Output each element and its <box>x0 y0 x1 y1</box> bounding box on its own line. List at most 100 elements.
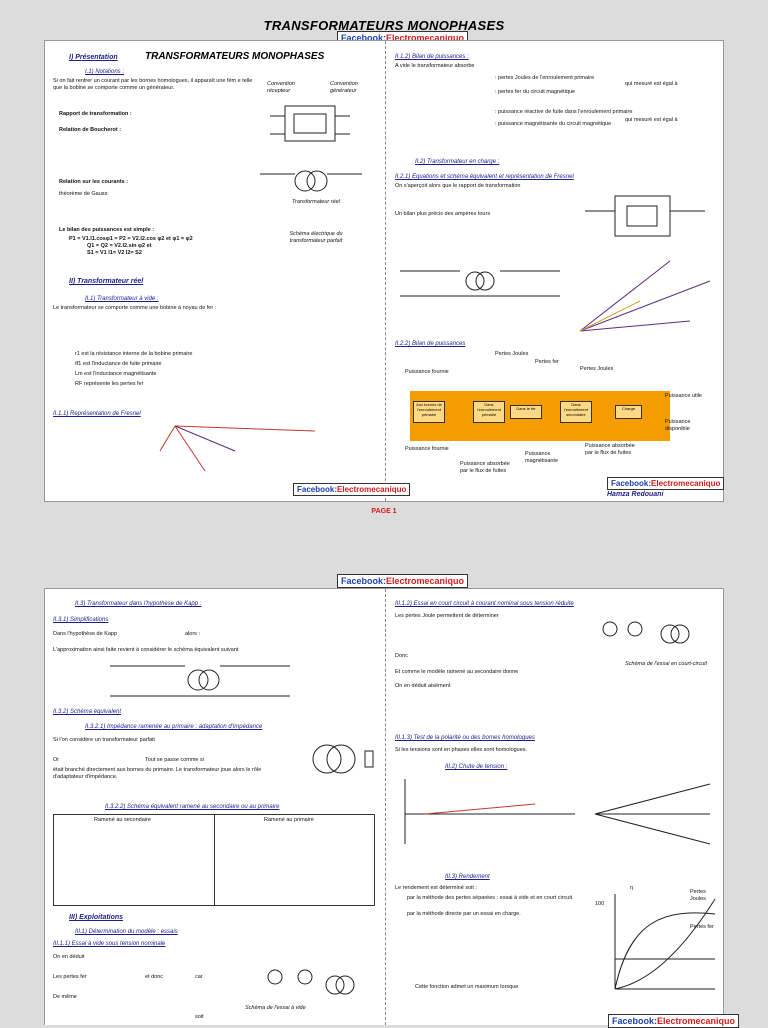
no-load-test-diagram <box>267 969 355 995</box>
perfect-transformer-text: Si l'on considère un transformateur parf… <box>53 737 155 743</box>
impedance-adapter-text: était branché directement aux bornes du … <box>53 767 262 780</box>
flow-bottom-supplied: Puissance fournie <box>405 446 449 452</box>
badge-facebook: Facebook: <box>612 1016 658 1026</box>
flow-top-iron: Pertes fer <box>535 359 559 365</box>
therefore-text: Donc <box>395 653 408 659</box>
fresnel-diagram <box>159 425 316 472</box>
badge-brand: Electromecaniquo <box>657 1016 736 1026</box>
no-load-text: Le transformateur se comporte comme une … <box>53 305 217 311</box>
badge-brand: Electromecaniquo <box>337 485 407 494</box>
section-equivalent-schema: II.3.2) Schéma équivalent <box>53 709 122 715</box>
section-voltage-drop: III.2) Chute de tension : <box>445 764 508 770</box>
equivalent-circuit <box>400 270 560 297</box>
page-2-right-column: III.1.2) Essai en court circuit à couran… <box>385 589 723 1025</box>
page-1-inner-title: TRANSFORMATEURS MONOPHASES <box>145 51 325 62</box>
section-simplifications: II.3.1) Simplifications <box>53 617 109 623</box>
ratio-label: Rapport de transformation : <box>59 111 132 117</box>
flow-bottom-leak2: Puissance absorbée par le flux de fuites <box>585 443 635 456</box>
caption-perfect: Schéma électrique du transformateur parf… <box>289 231 343 244</box>
section-efficiency: III.3) Rendement <box>445 874 490 880</box>
section-referred-schema: II.3.2.2) Schéma équivalent ramené au se… <box>105 804 280 810</box>
flow-top-supplied: Puissance fournie <box>405 369 449 375</box>
thus-text: soit <box>195 1014 204 1020</box>
flow-step-secondary-winding: Dans l'enroulement secondaire <box>560 401 592 423</box>
facebook-badge-page2-bottom: Facebook:Electromecaniquo <box>608 1014 740 1028</box>
table-header-primary: Ramené au primaire <box>264 817 314 823</box>
section-power-flow: II.2.2) Bilan de puissances <box>395 341 466 347</box>
power-balance-2: Q1 = Q2 = V2.I2.sin φ2 et <box>87 243 152 249</box>
section-notations: I.1) Notations : <box>85 69 125 75</box>
section-no-load-test: III.1.1) Essai à vide sous tension nomin… <box>53 941 166 947</box>
flow-step-iron: Dans le fer <box>510 405 542 419</box>
referred-table: Ramené au secondaire Ramené au primaire <box>53 814 375 906</box>
power-balance-3: S1 = V1 I1= V2 I2= S2 <box>87 250 142 256</box>
flow-bottom-leak1: Puissance absorbée par le flux de fuites <box>460 461 510 474</box>
fresnel-load-diagram <box>579 260 711 332</box>
flow-top-joule2: Pertes Joules <box>580 366 614 372</box>
boucherot-label: Relation de Boucherot : <box>59 127 122 133</box>
list-item-rf: RF représente les pertes fer <box>75 381 144 387</box>
flow-bottom-magnetizing: Puissance magnétisante <box>525 451 559 464</box>
badge-facebook: Facebook: <box>611 479 652 488</box>
badge-brand: Electromecaniquo <box>386 576 465 586</box>
badge-facebook: Facebook: <box>297 485 338 494</box>
easily-deduce-text: On en déduit aisément <box>395 683 451 689</box>
no-load-caption: Schéma de l'essai à vide <box>245 1005 306 1011</box>
section-impedance-primary: II.3.2.1) Impédance ramenée au primaire … <box>85 724 263 730</box>
likewise-text: De même <box>53 994 77 1000</box>
section-kapp: II.3) Transformateur dans l'hypothèse de… <box>75 601 202 607</box>
flow-top-useful: Puissance utile <box>665 393 702 399</box>
loaded-transformer-diagram <box>585 195 705 237</box>
iron-losses-note: : pertes fer du circuit magnétique <box>495 89 576 95</box>
efficiency-method-2: par la méthode directe par un essai en c… <box>407 911 521 917</box>
measured-equal-1: qui mesuré est égal à <box>625 81 678 87</box>
efficiency-legend-joule: Pertes Joules <box>690 889 706 902</box>
magnetizing-note: : puissance magnétisante du circuit magn… <box>495 121 612 127</box>
section-exploitations: III) Exploitations <box>69 914 124 921</box>
section-no-load: II.1) Transformateur à vide : <box>85 296 159 302</box>
page-1-left-column: I) Présentation TRANSFORMATEURS MONOPHAS… <box>45 41 386 501</box>
leakage-reactive-note: : puissance réactive de fuite dans l'enr… <box>495 109 633 115</box>
facebook-badge-page1-right: Facebook:Electromecaniquo <box>607 477 725 490</box>
section-power-balance: II.1.2) Bilan de puissances : <box>395 54 469 60</box>
notation-text: Si on fait rentrer un courant par les bo… <box>53 78 253 91</box>
facebook-badge-page1-left: Facebook:Electromecaniquo <box>293 483 411 496</box>
page-1-label: PAGE 1 <box>371 508 397 515</box>
kapp-then: alors : <box>185 631 200 637</box>
badge-brand: Electromecaniquo <box>386 33 465 43</box>
voltage-drop-diagram <box>404 779 711 845</box>
maximum-text: Cette fonction admet un maximum lorsque <box>415 984 519 990</box>
efficiency-graph-eta: η <box>630 885 634 891</box>
page-2-left-column: II.3) Transformateur dans l'hypothèse de… <box>45 589 386 1025</box>
gauss-label: théorème de Gauss: <box>59 191 109 197</box>
page-1-right-column: II.1.2) Bilan de puissances : A vide le … <box>385 41 725 501</box>
efficiency-graph <box>614 894 716 990</box>
kapp-text: Dans l'hypothèse de Kapp <box>53 631 118 637</box>
table-header-secondary: Ramené au secondaire <box>94 817 151 823</box>
currents-label: Relation sur les courants : <box>59 179 129 185</box>
polarity-text: Si les tensions sont en phases elles son… <box>395 747 528 753</box>
flow-step-primary-winding: Dans l'enroulement primaire <box>473 401 505 423</box>
and-therefore-text: et donc <box>145 974 164 980</box>
efficiency-text: Le rendement est déterminé soit : <box>395 885 477 891</box>
efficiency-legend-iron: Pertes fer <box>690 924 714 930</box>
table-divider <box>214 815 215 905</box>
flow-top-joule1: Pertes Joules <box>495 351 529 357</box>
section-short-circuit: III.1.2) Essai en court circuit à couran… <box>395 601 574 607</box>
efficiency-method-1: par la méthode des pertes séparées : ess… <box>407 895 574 901</box>
deduce-text: On en déduit <box>53 954 85 960</box>
impedance-transformer-diagram <box>312 744 374 774</box>
section-fresnel: II.1.1) Représentation de Fresnel <box>53 411 141 417</box>
measured-equal-2: qui mesuré est égal à <box>625 117 678 123</box>
list-item-lm: Lm est l'inductance magnétisante <box>75 371 157 377</box>
approximation-text: L'approximation ainsi faite revient à co… <box>53 647 239 653</box>
section-real-transformer: II) Transformateur réel <box>69 278 144 285</box>
badge-facebook: Facebook: <box>341 576 387 586</box>
joule-losses-note: : pertes Joules de l'enroulement primair… <box>495 75 595 81</box>
power-balance-label: Le bilan des puissances est simple : <box>59 227 155 233</box>
efficiency-graph-hundred: 100 <box>595 901 605 907</box>
document-title: TRANSFORMATEURS MONOPHASES <box>263 18 505 33</box>
or-text: Or <box>53 757 60 763</box>
because-text: car <box>195 974 203 980</box>
list-item-r1: r1 est la résistance interne de la bobin… <box>75 351 193 357</box>
